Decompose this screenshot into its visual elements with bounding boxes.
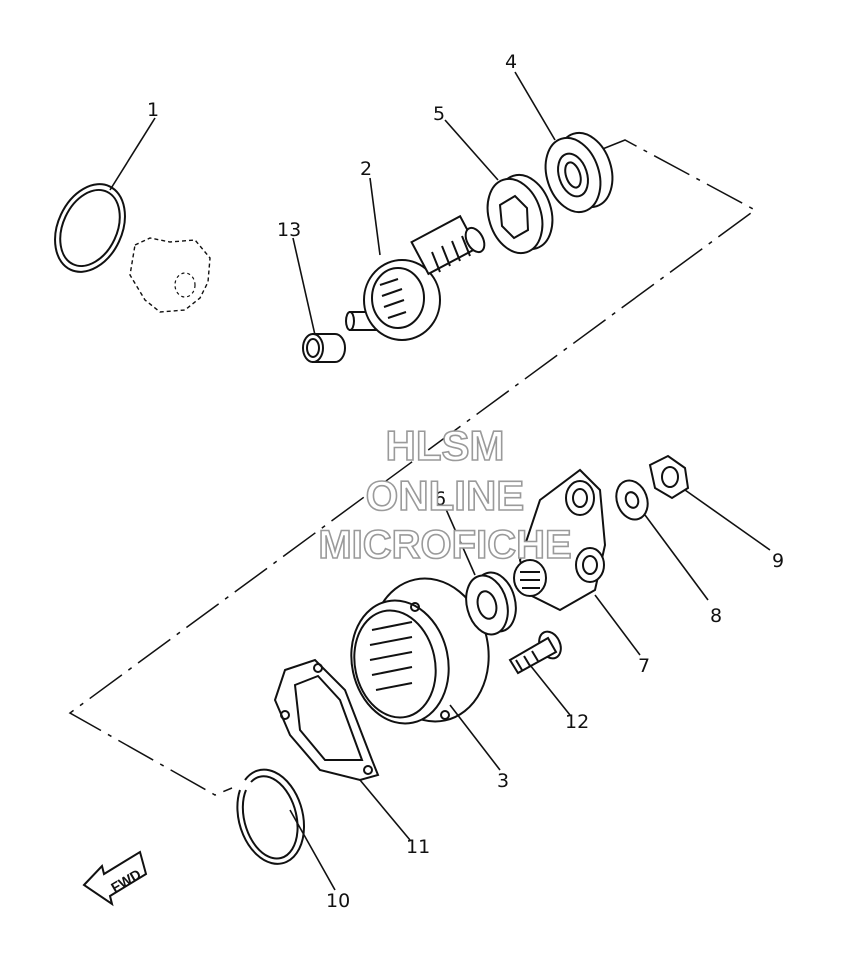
part-11-gasket[interactable] <box>273 658 380 782</box>
part-4-ball-bearing[interactable] <box>537 126 622 219</box>
callout-4: 4 <box>505 51 517 73</box>
callout-labels: 1 2 3 4 5 6 7 8 9 10 11 12 13 <box>147 51 784 912</box>
part-6-oil-seal[interactable] <box>460 568 522 639</box>
callout-12: 12 <box>565 711 589 733</box>
watermark-line-3: MICROFICHE <box>318 523 571 567</box>
callout-9: 9 <box>772 550 784 572</box>
assembly-boundary <box>68 139 757 796</box>
reference-gear-outline <box>129 237 211 313</box>
part-2-drive-gear-shaft[interactable] <box>345 214 488 341</box>
part-12-bolt[interactable] <box>508 628 565 675</box>
part-7-joint[interactable] <box>513 468 607 612</box>
callout-7: 7 <box>638 655 650 677</box>
watermark-line-1: HLSM <box>386 422 505 469</box>
part-10-circlip[interactable] <box>236 768 305 865</box>
part-9-nut[interactable] <box>648 454 690 500</box>
callout-5: 5 <box>433 103 445 125</box>
callout-6: 6 <box>434 488 446 510</box>
callout-13: 13 <box>277 219 301 241</box>
callout-11: 11 <box>406 836 430 858</box>
callout-3: 3 <box>497 770 509 792</box>
leader-lines <box>109 71 771 891</box>
callout-10: 10 <box>326 890 350 912</box>
part-3-housing[interactable] <box>340 568 502 733</box>
fwd-direction-arrow: FWD <box>82 850 148 907</box>
watermark: HLSM ONLINE MICROFICHE <box>318 421 573 568</box>
callout-2: 2 <box>360 158 372 180</box>
part-8-washer[interactable] <box>611 476 653 524</box>
part-13-needle-bearing[interactable] <box>302 333 346 363</box>
part-5-oil-seal[interactable] <box>479 168 562 260</box>
part-1-o-ring[interactable] <box>42 173 139 283</box>
callout-8: 8 <box>710 605 722 627</box>
watermark-line-2: ONLINE <box>366 472 525 519</box>
callout-1: 1 <box>147 99 159 121</box>
